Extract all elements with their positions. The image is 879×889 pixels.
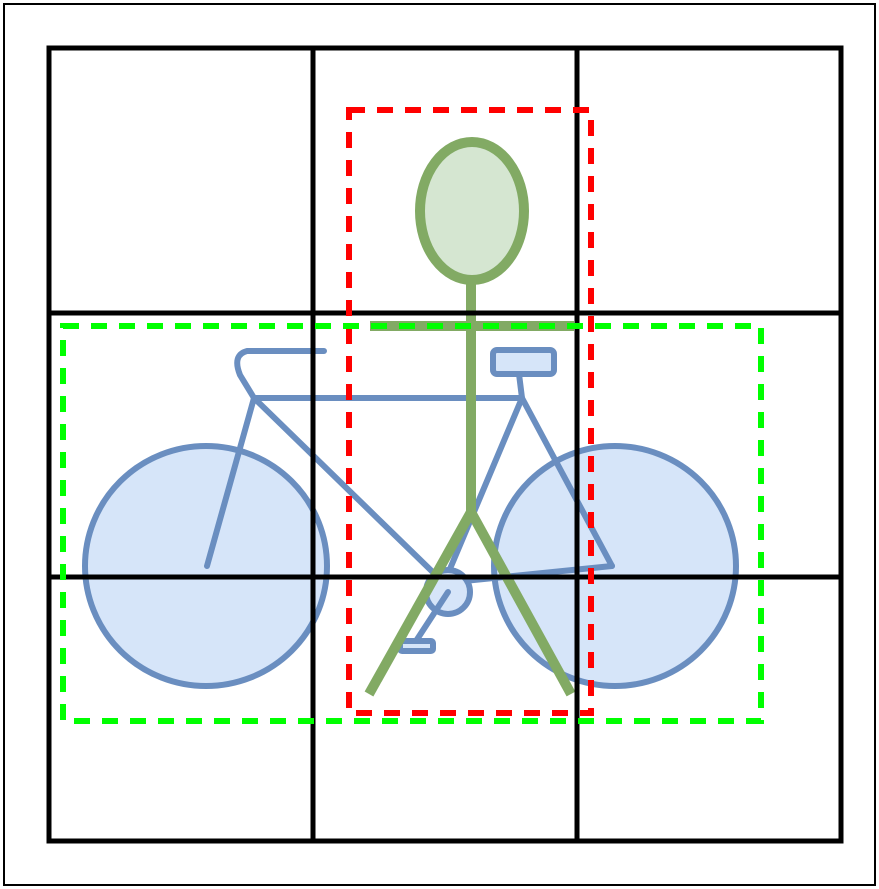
person-head [420, 142, 524, 280]
bicycle-seat [493, 350, 554, 374]
image-frame [4, 4, 875, 885]
bicycle-pedal [400, 641, 433, 651]
